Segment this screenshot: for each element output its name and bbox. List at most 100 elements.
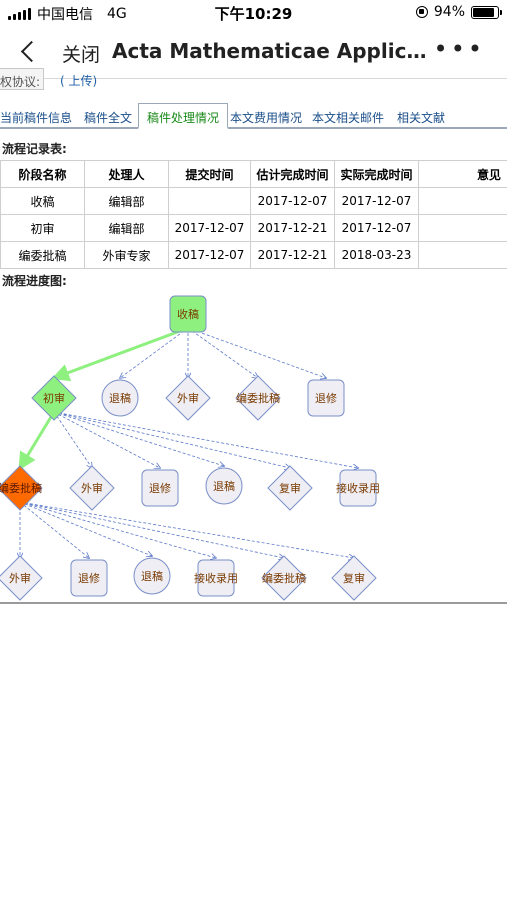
table-cell: 外审专家: [84, 241, 169, 269]
flow-node: 外审: [0, 555, 43, 601]
flow-node: 编委批稿: [235, 375, 281, 421]
records-title: 流程记录表:: [2, 142, 67, 156]
table-cell: [418, 241, 507, 269]
tab-processing-status[interactable]: 稿件处理情况: [138, 103, 229, 129]
flow-node: 复审: [331, 555, 377, 601]
upload-link[interactable]: ( 上传): [60, 74, 98, 88]
more-button[interactable]: •••: [434, 37, 485, 61]
flow-node-label: 接收录用: [336, 481, 380, 495]
flow-node-label: 编委批稿: [0, 481, 42, 495]
flow-node-shape: [339, 469, 377, 507]
flow-node-label: 复审: [279, 481, 301, 495]
flow-node-label: 收稿: [177, 307, 199, 321]
close-button[interactable]: 关闭: [62, 44, 101, 66]
rotation-lock-icon: [415, 6, 428, 18]
flow-node-label: 编委批稿: [236, 391, 280, 405]
tab-current-info[interactable]: 当前稿件信息: [0, 111, 73, 125]
flow-node: 初审: [31, 375, 77, 421]
flow-node-shape: [101, 379, 139, 417]
flow-node-shape: [169, 295, 207, 333]
flow-node: 退修: [70, 559, 108, 597]
flow-edge: [19, 501, 152, 556]
tab-full-text[interactable]: 稿件全文: [84, 111, 133, 125]
flow-node-label: 初审: [43, 391, 65, 405]
column-header: 实际完成时间: [334, 160, 419, 188]
table-cell: 初审: [0, 214, 85, 242]
flow-node-label: 退稿: [213, 479, 235, 493]
flow-node-shape: [235, 375, 281, 421]
flow-node-shape: [331, 555, 377, 601]
back-button[interactable]: [18, 38, 40, 64]
flow-node: 退稿: [133, 557, 171, 595]
table-cell: 编委批稿: [0, 241, 85, 269]
flow-node-label: 编委批稿: [262, 571, 306, 585]
flow-node-shape: [205, 467, 243, 505]
copyright-label: 权协议:: [0, 68, 44, 90]
battery-percent: 94%: [433, 4, 465, 20]
table-cell: 2017-12-07: [334, 214, 419, 242]
column-header: 处理人: [84, 160, 169, 188]
flow-node-shape: [267, 465, 313, 511]
carrier-name: 中国电信: [37, 7, 93, 23]
status-left: 中国电信 4G: [8, 4, 127, 24]
network-type: 4G: [107, 6, 127, 22]
table-row: 收稿 编辑部 2017-12-07 2017-12-07: [0, 187, 507, 215]
flow-node-label: 外审: [177, 391, 199, 405]
flow-node-shape: [197, 559, 235, 597]
table-cell: 收稿: [0, 187, 85, 215]
flow-edge: [19, 501, 89, 558]
flow-node: 外审: [69, 465, 115, 511]
nav-bar: 关闭 Acta Mathematicae Applicatae... •••: [0, 26, 507, 79]
flow-node: 复审: [267, 465, 313, 511]
flow-node-shape: [69, 465, 115, 511]
flow-node-shape: [31, 375, 77, 421]
table-cell: 编辑部: [84, 187, 169, 215]
flow-node-label: 外审: [9, 571, 31, 585]
battery-level: [473, 7, 494, 17]
column-header: 意见: [418, 160, 507, 188]
column-header: 阶段名称: [0, 160, 85, 188]
table-cell: 2017-12-07: [250, 187, 335, 215]
flow-node-label: 复审: [343, 571, 365, 585]
flow-edge: [53, 411, 290, 468]
flow-edge: [19, 501, 216, 558]
flow-node-label: 接收录用: [194, 571, 238, 585]
tab-emails[interactable]: 本文相关邮件: [312, 111, 385, 125]
flow-node: 退修: [141, 469, 179, 507]
flow-node: 外审: [165, 375, 211, 421]
flow-node-label: 外审: [81, 481, 103, 495]
flow-node-shape: [141, 469, 179, 507]
flow-canvas: 收稿初审退稿外审编委批稿退修编委批稿外审退修退稿复审接收录用外审退修退稿接收录用…: [0, 295, 380, 601]
table-cell: [418, 214, 507, 242]
flow-diagram: 收稿初审退稿外审编委批稿退修编委批稿外审退修退稿复审接收录用外审退修退稿接收录用…: [0, 290, 507, 604]
flow-node-label: 退稿: [141, 569, 163, 583]
table-cell: 2017-12-21: [250, 241, 335, 269]
flow-node-label: 退修: [78, 571, 100, 585]
status-right: 94%: [415, 4, 502, 20]
battery-icon: [471, 5, 502, 19]
records-table: 阶段名称 处理人 提交时间 估计完成时间 实际完成时间 意见 收稿 编辑部 20…: [0, 160, 507, 269]
flow-edge: [120, 327, 189, 378]
tab-fees[interactable]: 本文费用情况: [230, 111, 303, 125]
flow-node-shape: [165, 375, 211, 421]
flow-edge: [187, 327, 326, 378]
page-title: Acta Mathematicae Applicatae...: [112, 39, 430, 63]
column-header: 估计完成时间: [250, 160, 335, 188]
flow-node: 编委批稿: [0, 465, 43, 511]
tab-bar: 当前稿件信息 稿件全文 稿件处理情况 本文费用情况 本文相关邮件 相关文献: [0, 103, 507, 129]
flow-node-shape: [307, 379, 345, 417]
flow-edge: [19, 501, 354, 558]
clock: 下午10:29: [214, 5, 293, 23]
table-cell: [168, 187, 251, 215]
flow-node-shape: [70, 559, 108, 597]
flow-edge: [18, 411, 56, 471]
flow-edge: [53, 411, 92, 468]
table-row: 初审 编辑部 2017-12-07 2017-12-21 2017-12-07: [0, 214, 507, 242]
flow-node-label: 退修: [315, 391, 337, 405]
empty-area: [0, 604, 507, 900]
flow-edge: [53, 411, 358, 468]
flow-title: 流程进度图:: [2, 274, 67, 288]
flow-node-label: 退修: [149, 481, 171, 495]
tab-references[interactable]: 相关文献: [397, 111, 446, 125]
flow-node-shape: [133, 557, 171, 595]
